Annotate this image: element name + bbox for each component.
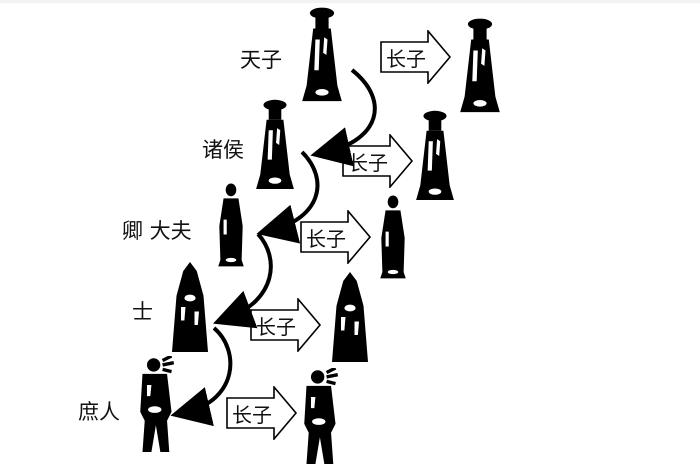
top-border	[0, 0, 700, 3]
eldest-son-arrow-2: 长子	[342, 134, 414, 188]
eldest-son-arrow-5: 长子	[226, 386, 298, 440]
rank-label-shi: 士	[132, 300, 153, 324]
rank-label-qingdafu: 卿 大夫	[122, 219, 192, 243]
rank-label-tianzi: 天子	[240, 48, 282, 72]
arrow-label: 长子	[386, 47, 426, 71]
rank-label-zhuhou: 诸侯	[202, 138, 244, 162]
rank-label-shuren: 庶人	[78, 400, 120, 424]
arrow-label: 长子	[232, 403, 272, 427]
eldest-son-arrow-1: 长子	[380, 30, 452, 84]
arrow-label: 长子	[348, 151, 388, 175]
arrow-label: 长子	[256, 315, 296, 339]
eldest-son-arrow-3: 长子	[300, 210, 372, 264]
eldest-son-arrow-4: 长子	[250, 298, 322, 352]
arrow-label: 长子	[306, 227, 346, 251]
